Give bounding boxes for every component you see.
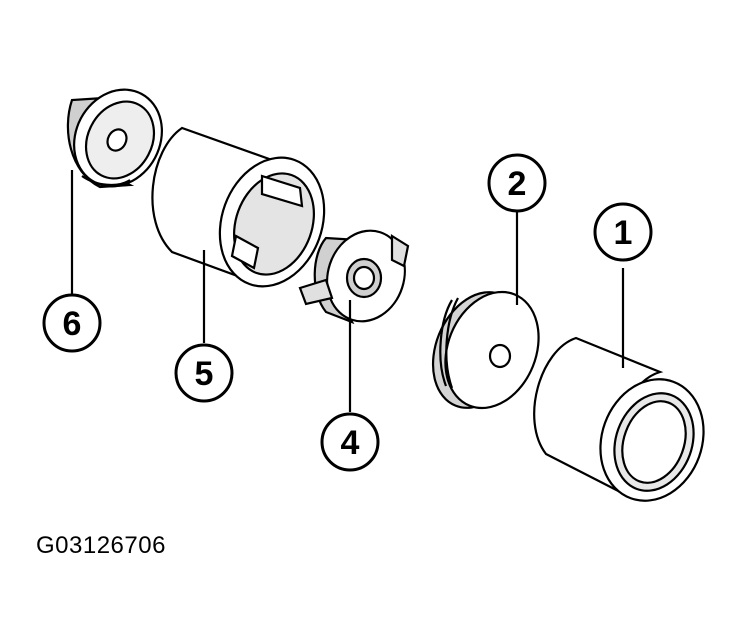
part-5-sleeve <box>151 126 326 288</box>
part-4-bushing <box>298 229 410 325</box>
leader-lines <box>70 170 625 412</box>
callout-2: 2 <box>487 153 547 213</box>
part-6-end-cap <box>66 88 163 189</box>
figure-id: G03126706 <box>36 532 166 559</box>
callout-5: 5 <box>174 343 234 403</box>
part-1-outer-sleeve <box>533 336 705 502</box>
callout-4: 4 <box>320 412 380 472</box>
callout-4-label: 4 <box>341 424 360 462</box>
callout-1-label: 1 <box>614 214 633 252</box>
part-2-disc <box>431 290 540 410</box>
callout-2-label: 2 <box>508 165 527 203</box>
callout-6: 6 <box>42 293 102 353</box>
callout-6-label: 6 <box>63 305 82 343</box>
callout-5-label: 5 <box>195 355 214 393</box>
callout-1: 1 <box>593 202 653 262</box>
